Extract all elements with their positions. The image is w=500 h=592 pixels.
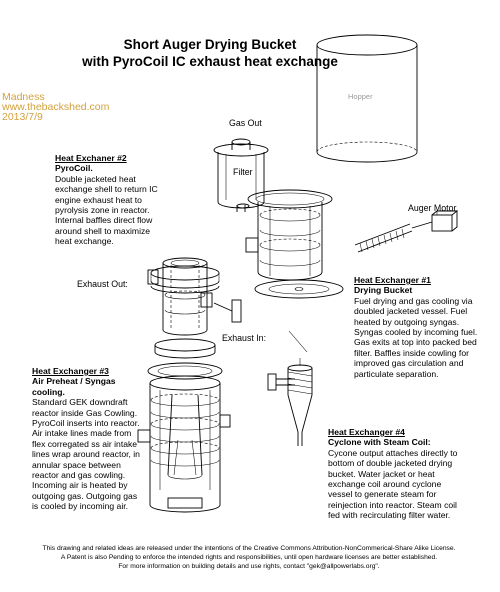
hx4-line: fed with recirculating filter water. <box>328 510 451 521</box>
hx2-line: Internal baffles direct flow <box>55 215 153 226</box>
hx2-line: around shell to maximize <box>55 225 151 236</box>
cyclone-drawing <box>267 330 313 446</box>
stamp-date: 2013/7/9 <box>2 111 43 123</box>
hx1-line: Syngas cooled by incoming fuel. <box>354 327 478 338</box>
hx4-line: bucket. Water jacket or heat <box>328 468 435 479</box>
footer-line: This drawing and related ideas are relea… <box>42 545 456 552</box>
hx1-line: Gas exits at top into packed bed <box>354 337 477 348</box>
hx2-line: pyrolysis zone in reactor. <box>55 205 150 216</box>
hx2-subtitle: PyroCoil. <box>55 163 93 174</box>
hx1-heading: Heat Exchanger #1 <box>354 275 431 285</box>
hx3-line: Air intake lines made from <box>32 428 132 439</box>
pyrocoil-drawing <box>147 257 242 359</box>
hx1-subtitle: Drying Bucket <box>354 285 413 296</box>
stamp-site: www.thebackshed.com <box>2 101 110 113</box>
auger-drawing <box>354 210 459 253</box>
hx4-subtitle: Cyclone with Steam Coil: <box>328 437 431 448</box>
hx3-line: Incoming air is heated by <box>32 480 128 491</box>
hx4-line: bottom of double jacketed drying <box>328 458 453 469</box>
hx3-line: PyroCoil inserts into reactor. <box>32 418 140 429</box>
hx1-line: doubled jacketed vessel. Fuel <box>354 306 468 317</box>
forum-watermark: Madness www.thebackshed.com 2013/7/9 <box>2 91 110 123</box>
footer-line: For more information on building details… <box>118 563 380 570</box>
hx3-line: lines wrap around reactor, in <box>32 449 140 460</box>
hx4-note: Heat Exchanger #4 Cyclone with Steam Coi… <box>328 427 496 521</box>
hx3-line: Standard GEK downdraft <box>32 397 128 408</box>
hx3-subtitle: Air Preheat / Syngas <box>32 376 116 387</box>
hx2-line: Double jacketed heat <box>55 173 136 184</box>
hx2-line: engine exhaust heat to <box>55 194 142 205</box>
stamp-name: Madness <box>2 91 45 103</box>
hx1-line: improved gas circulation and <box>354 358 464 369</box>
hx4-line: reinjection into reactor. Steam coil <box>328 499 457 510</box>
hx3-line: is cooled by incoming air. <box>32 501 129 512</box>
exhaust-in-label: Exhaust In: <box>222 333 267 343</box>
hx2-heading: Heat Exchaner #2 <box>55 153 127 163</box>
hx3-line: reactor inside Gas Cowling. <box>32 407 138 418</box>
hopper-label: Hopper <box>348 92 373 101</box>
hx1-line: Fuel drying and gas cooling via <box>354 295 473 306</box>
reactor-drawing <box>137 362 231 513</box>
hx3-note: Heat Exchanger #3 Air Preheat / Syngas c… <box>32 366 144 512</box>
hx3-heading: Heat Exchanger #3 <box>32 366 109 376</box>
hx3-line: flex corregated ss air intake <box>32 438 138 449</box>
hx2-line: heat exchange. <box>55 236 114 247</box>
hx1-line: heated by outgoing syngas. <box>354 316 460 327</box>
drying-bucket-drawing <box>236 189 344 299</box>
title-line-1: Short Auger Drying Bucket <box>123 37 297 52</box>
hx4-line: vessel to generate steam for <box>328 489 437 500</box>
title-line-2: with PyroCoil IC exhaust heat exchange <box>82 54 338 69</box>
hx3-line: annular space between <box>32 459 121 470</box>
hx4-heading: Heat Exchanger #4 <box>328 427 405 437</box>
license-footer: This drawing and related ideas are relea… <box>18 544 480 571</box>
filter-drawing <box>213 138 269 212</box>
hx3-line: outgoing gas. Outgoing gas <box>32 490 138 501</box>
hx1-note: Heat Exchanger #1 Drying Bucket Fuel dry… <box>354 275 499 379</box>
auger-motor-label: Auger Motor <box>408 203 457 213</box>
gas-out-label: Gas Out <box>229 118 262 128</box>
exhaust-out-label: Exhaust Out: <box>77 279 128 289</box>
hx1-line: particulate separation. <box>354 368 439 379</box>
diagram-title: Short Auger Drying Bucket with PyroCoil … <box>60 36 360 70</box>
footer-line: A Patent is also Pending to enforce the … <box>60 554 438 561</box>
hx2-line: exchange shell to return IC <box>55 184 158 195</box>
hx3-subtitle: cooling. <box>32 386 65 397</box>
filter-label: Filter <box>233 167 253 177</box>
hx2-note: Heat Exchaner #2 PyroCoil. Double jacket… <box>55 153 185 247</box>
hx1-line: filter. Baffles inside cowling for <box>354 347 469 358</box>
hopper-drawing <box>316 34 418 163</box>
hx4-line: Cycone output attaches directly to <box>328 447 458 458</box>
hx3-line: reactor and gas cowling. <box>32 470 126 481</box>
hx4-line: exchange coil around cyclone <box>328 479 442 490</box>
